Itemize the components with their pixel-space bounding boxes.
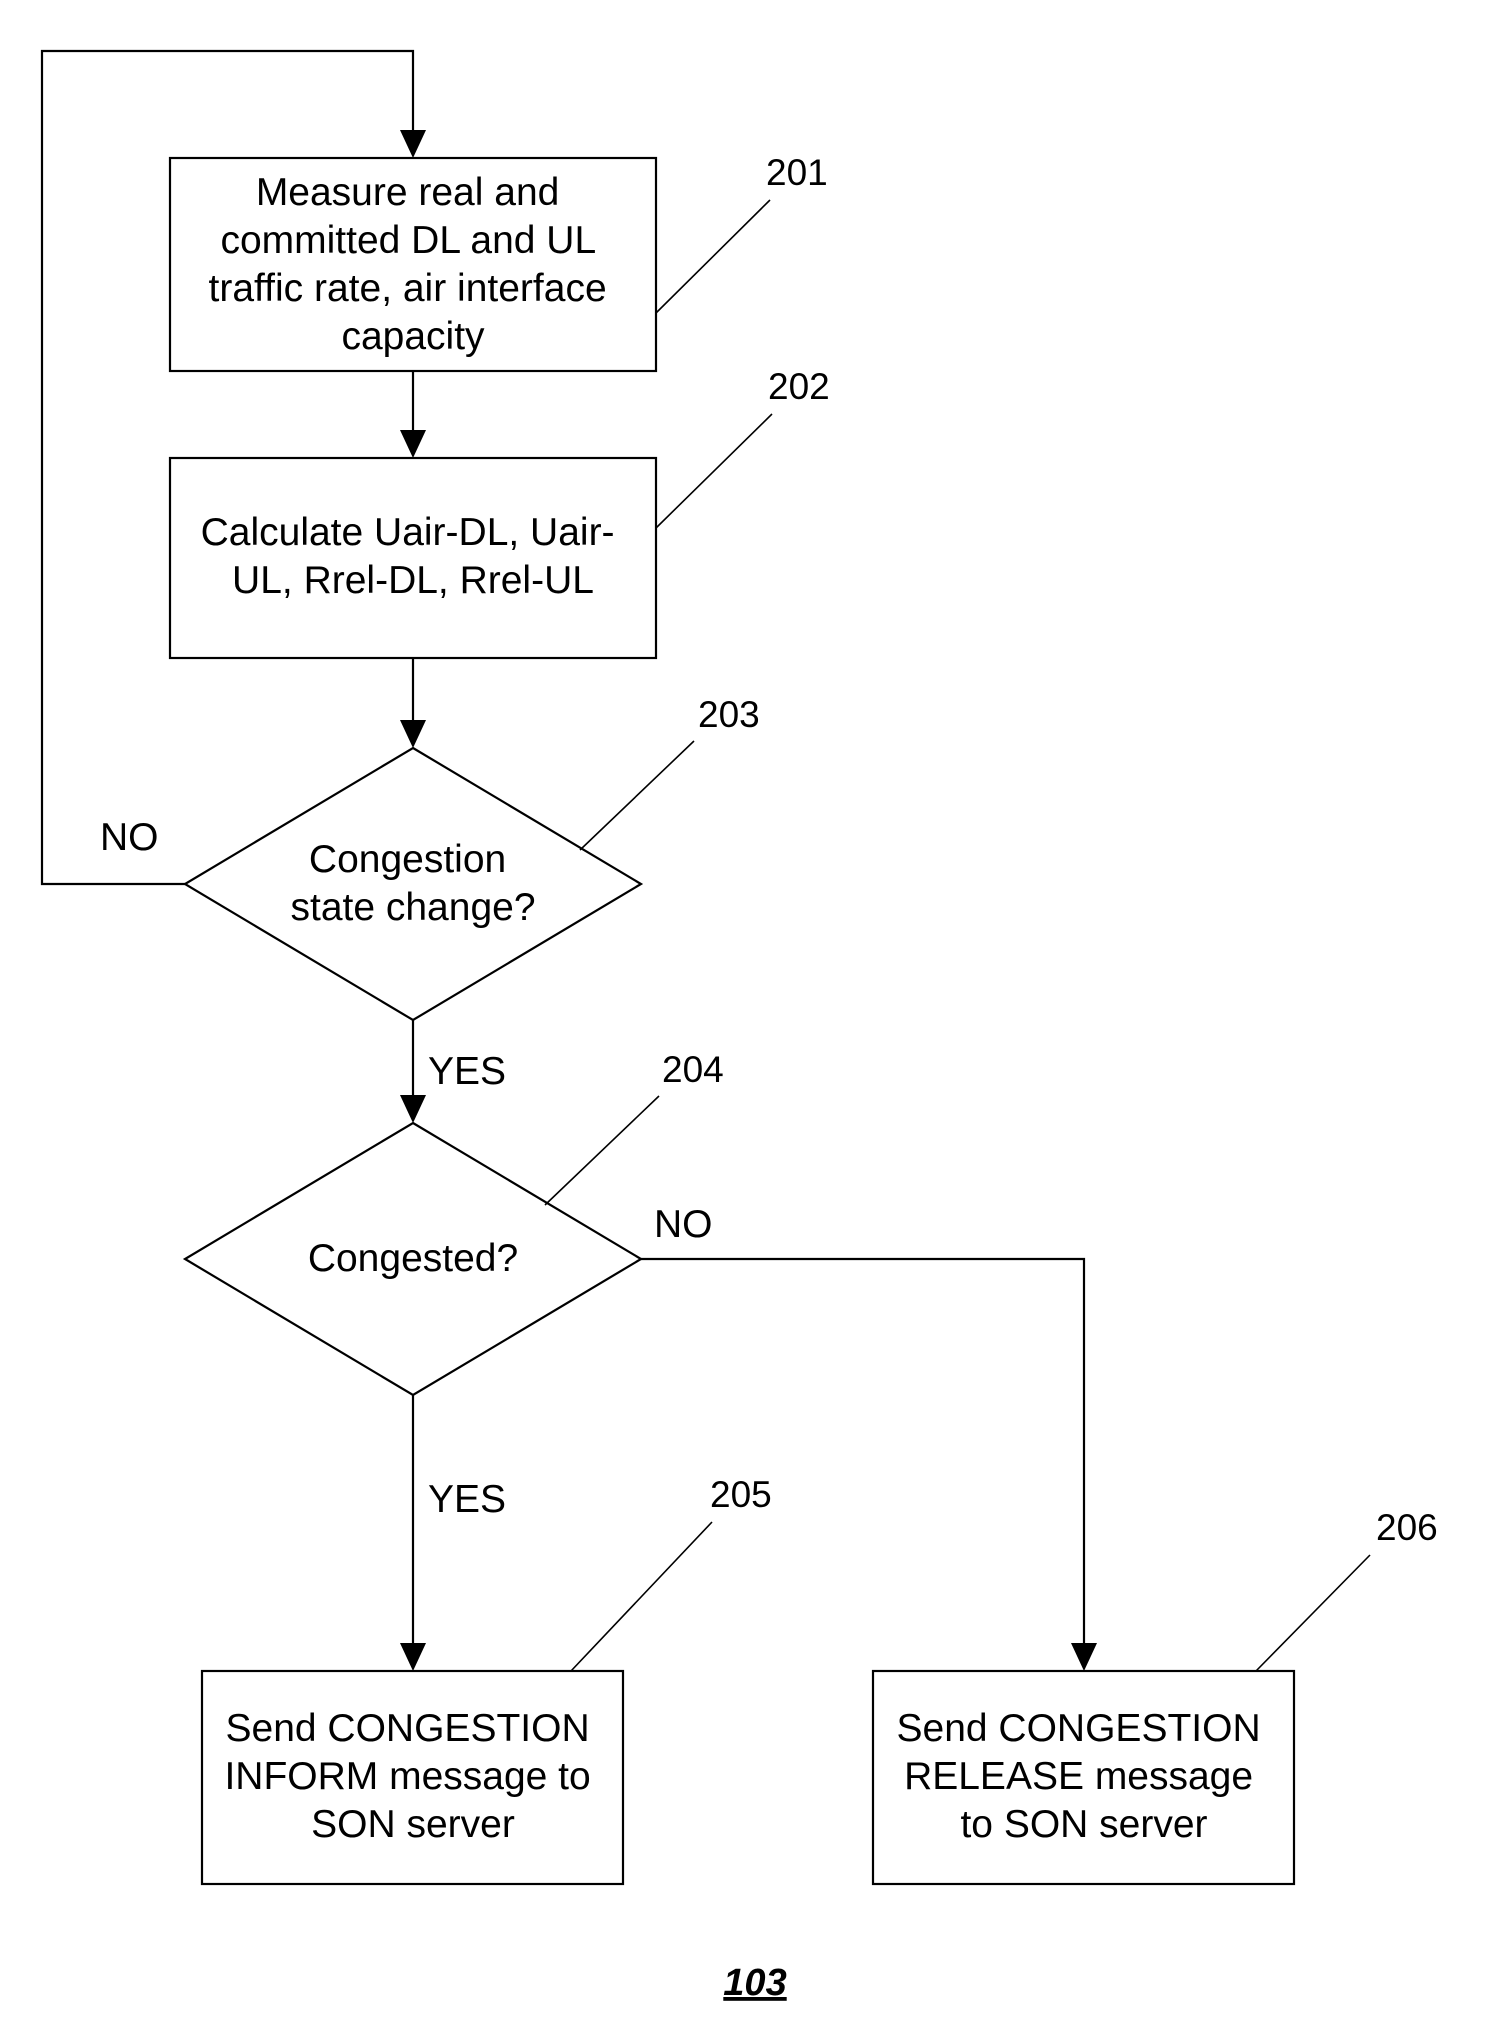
- calculate-ref-leader: [656, 414, 772, 528]
- send-inform-ref-leader: [571, 1522, 712, 1671]
- arrow-into-release: [1071, 1643, 1097, 1671]
- congested-yes-label: YES: [428, 1478, 506, 1521]
- arrow-into-calculate: [400, 430, 426, 458]
- congested-text: Congested?: [308, 1237, 518, 1280]
- figure-label: 103: [723, 1962, 786, 2004]
- connector-congested-to-release: [641, 1259, 1084, 1647]
- state-change-ref-leader: [580, 741, 694, 850]
- arrow-into-measure: [400, 130, 426, 158]
- state-change-no-label: NO: [100, 816, 159, 859]
- congested-ref-number: 204: [662, 1049, 724, 1090]
- state-change-decision: [185, 748, 641, 1020]
- measure-ref-number: 201: [766, 152, 828, 193]
- measure-ref-leader: [656, 200, 770, 313]
- send-release-ref-number: 206: [1376, 1507, 1438, 1548]
- arrow-into-inform: [400, 1643, 426, 1671]
- congested-no-label: NO: [654, 1203, 713, 1246]
- send-release-ref-leader: [1256, 1555, 1370, 1671]
- arrow-into-state-change: [400, 720, 426, 748]
- calculate-box: [170, 458, 656, 658]
- state-change-ref-number: 203: [698, 694, 760, 735]
- send-inform-ref-number: 205: [710, 1474, 772, 1515]
- congested-ref-leader: [545, 1096, 659, 1205]
- state-change-yes-label: YES: [428, 1050, 506, 1093]
- calculate-ref-number: 202: [768, 366, 830, 407]
- arrow-into-congested: [400, 1095, 426, 1123]
